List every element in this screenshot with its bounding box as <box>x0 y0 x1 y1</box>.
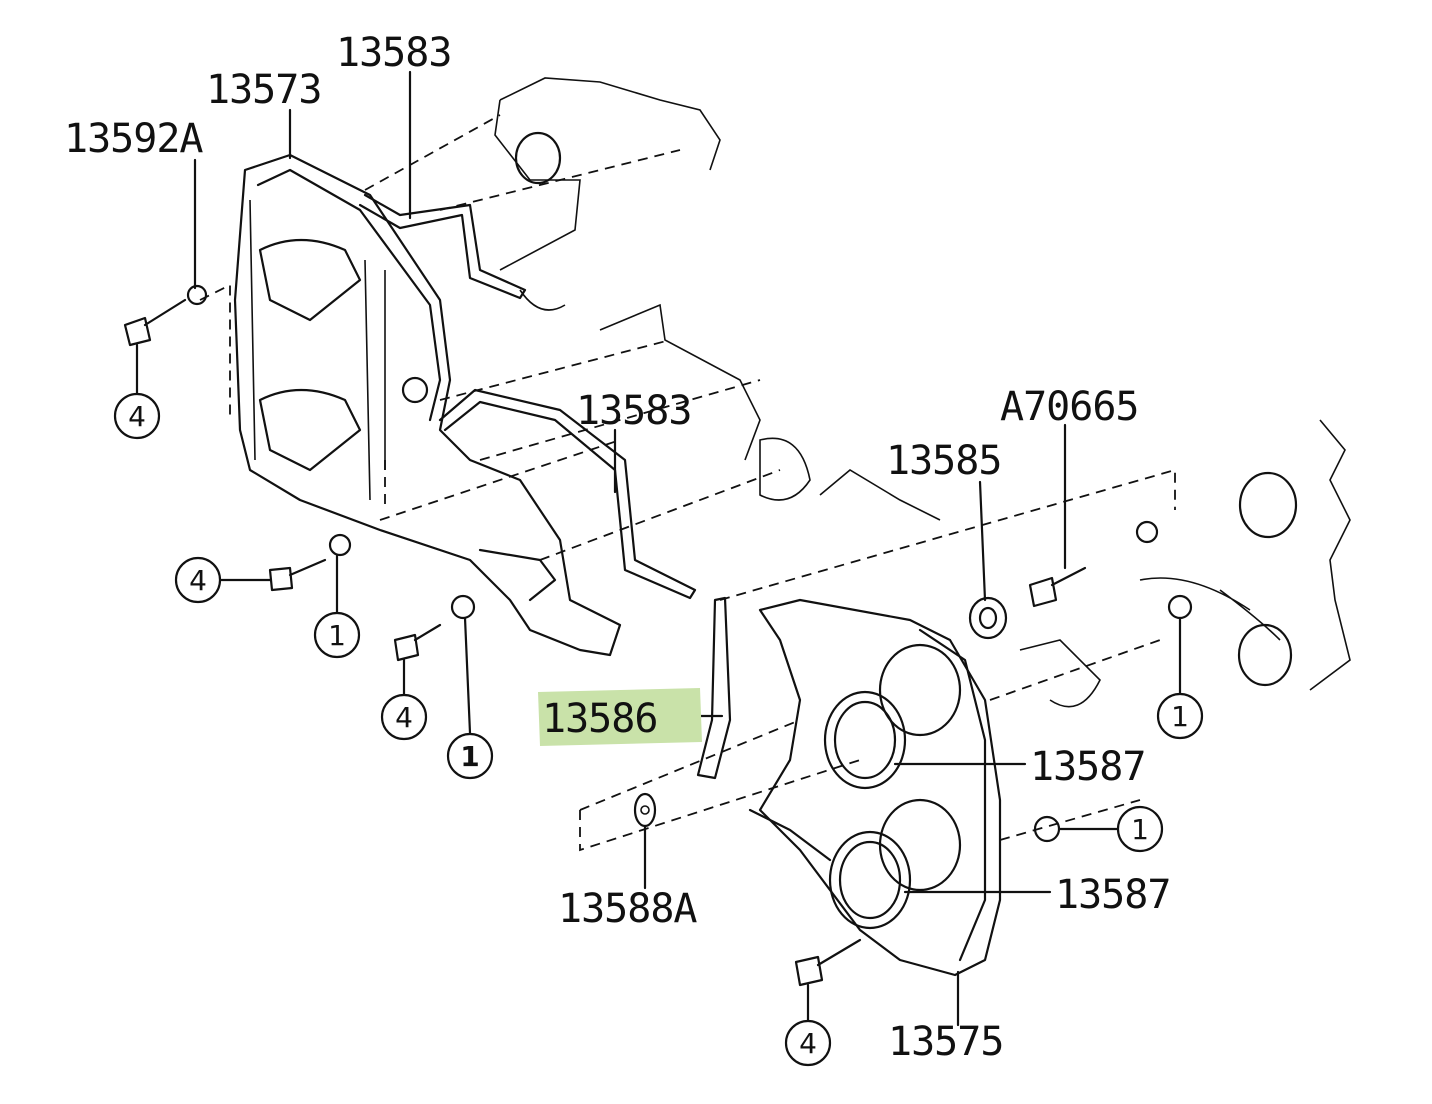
label-13586: 13586 <box>542 696 657 742</box>
engine-block-outline <box>494 77 1351 708</box>
callout-number: 1 <box>1131 813 1149 846</box>
hardware <box>123 284 1193 987</box>
seal-13586 <box>696 596 732 780</box>
label-13573: 13573 <box>206 67 321 113</box>
label-A70665: A70665 <box>1000 384 1139 430</box>
leader-lines <box>135 70 1182 1027</box>
label-13587-lower: 13587 <box>1055 872 1170 918</box>
callout-circle: 1 <box>1116 805 1164 853</box>
callout-circle: 1 <box>313 611 361 659</box>
bolt-icon <box>393 623 442 662</box>
nut-icon <box>1135 520 1159 544</box>
callout-circle: 4 <box>113 392 161 440</box>
label-13583-top: 13583 <box>336 30 451 76</box>
nut-icon <box>328 533 352 557</box>
callout-number: 1 <box>328 619 346 652</box>
callout-number: 4 <box>395 701 413 734</box>
callout-number: 1 <box>1171 700 1189 733</box>
nut-icon <box>450 594 476 620</box>
bolt-icon <box>268 558 327 592</box>
bolt-icon <box>1028 566 1087 608</box>
bolt-icon <box>794 938 862 987</box>
label-13588A: 13588A <box>558 886 697 932</box>
callout-circle: 1 <box>1156 692 1204 740</box>
callout-circle: 4 <box>174 556 222 604</box>
nut-icon <box>186 284 208 306</box>
right-timing-belt-cover <box>748 598 1002 977</box>
callout-number: 4 <box>799 1027 817 1060</box>
callout-number: 4 <box>189 564 207 597</box>
gasket-icon <box>633 792 657 828</box>
callout-circle: 4 <box>380 693 428 741</box>
bolt-icon <box>123 298 187 347</box>
callout-circle: 1 <box>446 732 494 780</box>
highlight-13586 <box>538 688 702 746</box>
belt-cover-seal-lower <box>438 388 697 600</box>
nut-icon <box>1167 594 1193 620</box>
callout-number: 4 <box>128 400 146 433</box>
callout-number: 1 <box>460 740 479 773</box>
label-13587-upper: 13587 <box>1030 744 1145 790</box>
label-13592A: 13592A <box>64 116 203 162</box>
callout-circle: 4 <box>784 1019 832 1067</box>
label-13583-mid: 13583 <box>576 388 691 434</box>
part-labels: 13583 13573 13592A 13583 A70665 13585 13… <box>64 30 1171 1065</box>
label-13585: 13585 <box>886 438 1001 484</box>
belt-cover-seal-upper <box>358 193 527 300</box>
left-timing-belt-cover <box>233 153 622 657</box>
washer-icon <box>968 596 1008 640</box>
label-13575: 13575 <box>888 1019 1003 1065</box>
callouts: 4 4 1 4 1 1 1 4 <box>113 392 1204 1067</box>
